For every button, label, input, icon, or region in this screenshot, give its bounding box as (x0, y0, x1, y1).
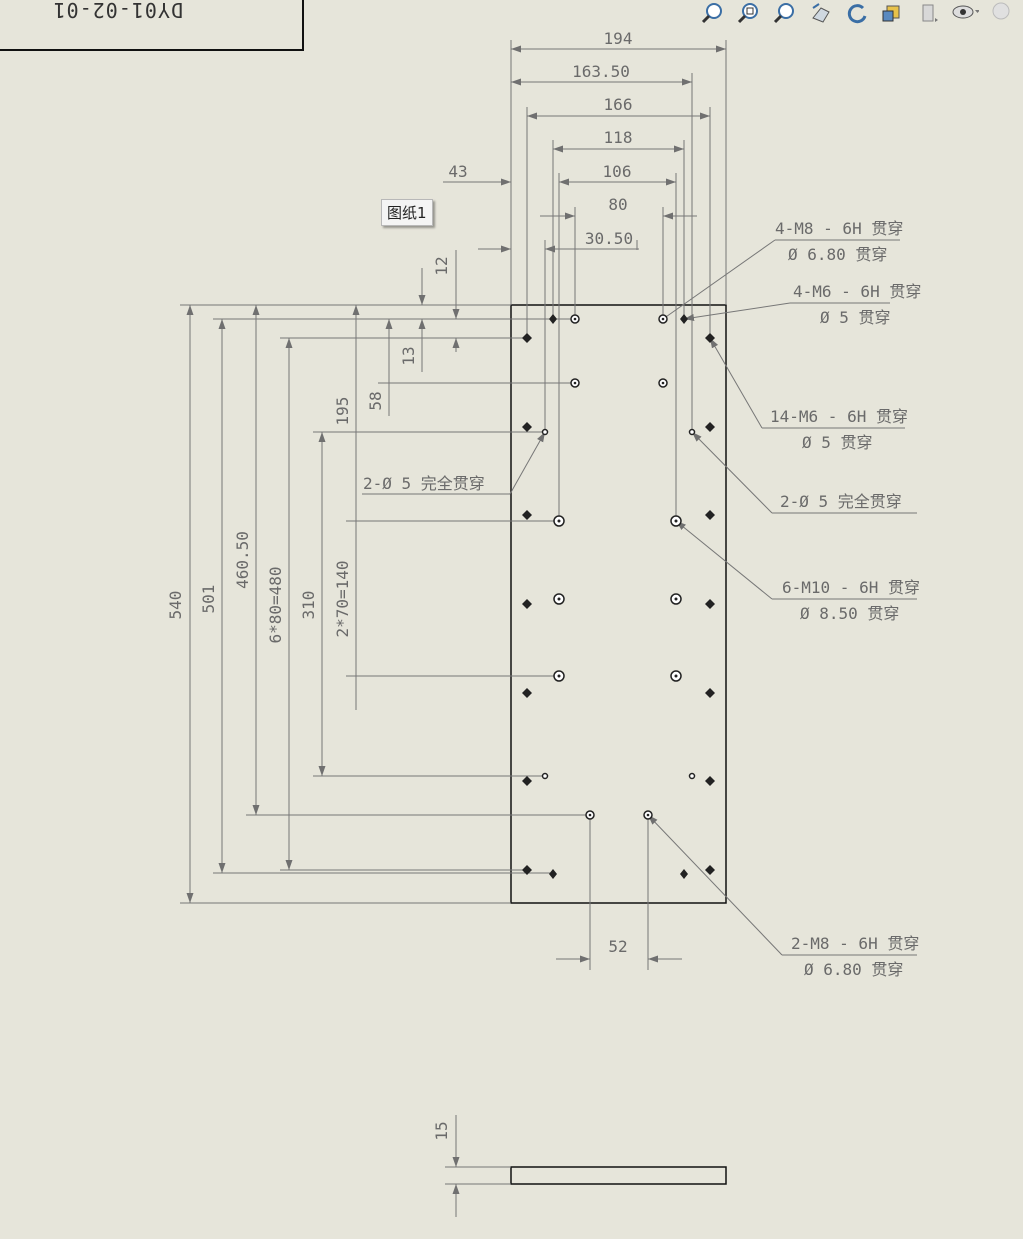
dim-6x80: 6*80=480 (266, 566, 285, 643)
hole-m6 (705, 422, 715, 432)
callout-2-through-right: 2-Ø 5 完全贯穿 (780, 492, 902, 511)
hole-m6 (522, 333, 532, 343)
hole-through-5 (688, 772, 696, 780)
callout-4m8-line2: Ø 6.80 贯穿 (788, 245, 887, 264)
hole-m6-small (680, 314, 688, 324)
dimension-lines (180, 40, 917, 1217)
hole-through-5 (688, 428, 696, 436)
dim-501: 501 (199, 585, 218, 614)
rotate-view-icon[interactable] (843, 2, 871, 24)
dim-195: 195 (333, 397, 352, 426)
dim-58: 58 (366, 391, 385, 410)
zoom-to-fit-icon[interactable] (699, 2, 727, 24)
previous-view-icon[interactable] (807, 2, 835, 24)
hole-m6 (705, 865, 715, 875)
hole-m6 (522, 865, 532, 875)
hole-m6 (705, 688, 715, 698)
dim-194: 194 (604, 29, 633, 48)
dim-2x70: 2*70=140 (333, 560, 352, 637)
zoom-in-out-icon[interactable] (771, 2, 799, 24)
hide-show-icon[interactable] (951, 2, 979, 24)
zoom-to-area-icon[interactable] (735, 2, 763, 24)
dim-118: 118 (604, 128, 633, 147)
hole-m6 (705, 333, 715, 343)
hole-m6 (705, 776, 715, 786)
display-style-icon[interactable] (879, 2, 907, 24)
title-block: DY01-02-01 (0, 0, 304, 51)
dim-52: 52 (608, 937, 627, 956)
callout-2m8-line1: 2-M8 - 6H 贯穿 (791, 934, 919, 953)
view-toolbar (691, 0, 1023, 26)
hole-through-5 (541, 772, 549, 780)
dim-13: 13 (399, 346, 418, 365)
callout-4m6-line2: Ø 5 贯穿 (820, 308, 891, 327)
hole-m6 (705, 599, 715, 609)
side-view-plate (510, 1166, 727, 1185)
plate-outline (510, 304, 727, 904)
hole-m6-small (549, 314, 557, 324)
sheet-tab[interactable]: 图纸1 (381, 199, 433, 226)
dim-12: 12 (432, 256, 451, 275)
callout-14m6-line2: Ø 5 贯穿 (802, 433, 873, 452)
dim-30-50: 30.50 (585, 229, 633, 248)
callout-4m6-line1: 4-M6 - 6H 贯穿 (793, 282, 921, 301)
dim-163-50: 163.50 (572, 62, 630, 81)
callout-6m10-line1: 6-M10 - 6H 贯穿 (782, 578, 920, 597)
callout-14m6-line1: 14-M6 - 6H 贯穿 (770, 407, 908, 426)
dim-540: 540 (166, 591, 185, 620)
section-view-icon[interactable] (915, 2, 943, 24)
dim-166: 166 (604, 95, 633, 114)
dim-460-50: 460.50 (233, 531, 252, 589)
hole-m6 (522, 599, 532, 609)
hole-m6 (522, 776, 532, 786)
hole-m6-small (549, 869, 557, 879)
callout-6m10-line2: Ø 8.50 贯穿 (800, 604, 899, 623)
callout-2-through-left: 2-Ø 5 完全贯穿 (363, 474, 485, 493)
callout-2m8-line2: Ø 6.80 贯穿 (804, 960, 903, 979)
dim-106: 106 (603, 162, 632, 181)
hole-m6 (705, 510, 715, 520)
holes (522, 314, 715, 879)
callout-4m8-line1: 4-M8 - 6H 贯穿 (775, 219, 903, 238)
dim-80: 80 (608, 195, 627, 214)
hole-through-5 (541, 428, 549, 436)
appearance-icon[interactable] (987, 2, 1015, 24)
hole-m6 (522, 688, 532, 698)
hole-m6-small (680, 869, 688, 879)
dim-310: 310 (299, 591, 318, 620)
dim-43: 43 (448, 162, 467, 181)
hole-m6 (522, 422, 532, 432)
hole-m6 (522, 510, 532, 520)
dim-15: 15 (432, 1121, 451, 1140)
